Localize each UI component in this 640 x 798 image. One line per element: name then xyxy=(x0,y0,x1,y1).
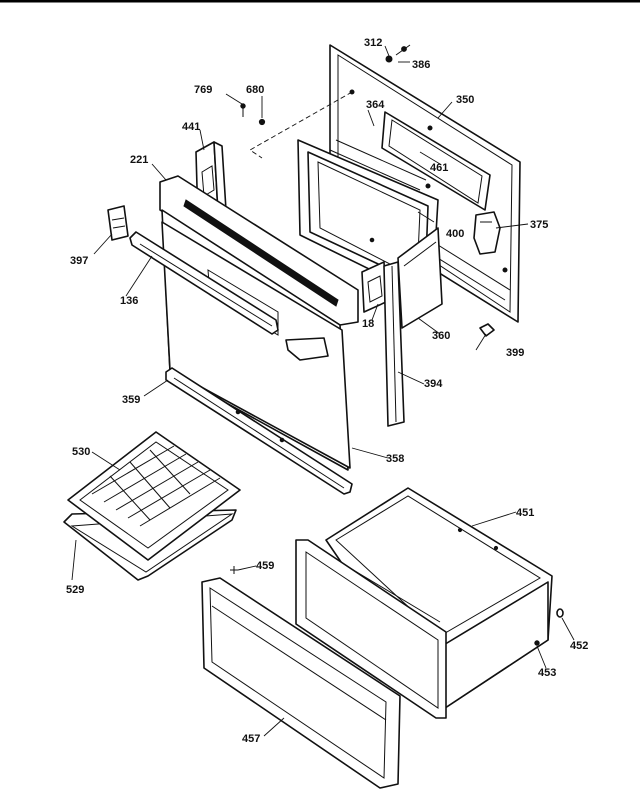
callout-461: 461 xyxy=(430,162,448,174)
handle-bracket xyxy=(107,205,129,241)
callout-312: 312 xyxy=(364,37,382,49)
door-bumper xyxy=(479,323,495,337)
callout-386: 386 xyxy=(412,59,430,71)
callout-359: 359 xyxy=(122,394,140,406)
callout-221: 221 xyxy=(130,154,148,166)
door-liner-strip xyxy=(383,261,405,427)
callout-labels: 312 386 769 680 350 364 441 461 221 400 … xyxy=(66,37,588,745)
callout-457: 457 xyxy=(242,733,260,745)
callout-441: 441 xyxy=(182,121,200,133)
door-bottom-trim xyxy=(165,367,353,495)
callout-399: 399 xyxy=(506,347,524,359)
callout-452: 452 xyxy=(570,640,588,652)
callout-459: 459 xyxy=(256,560,274,572)
callout-350: 350 xyxy=(456,94,474,106)
callout-136: 136 xyxy=(120,295,138,307)
callout-360: 360 xyxy=(432,330,450,342)
callout-394: 394 xyxy=(424,378,443,390)
door-handle xyxy=(129,231,279,335)
callout-680: 680 xyxy=(246,84,264,96)
outer-door-panel xyxy=(329,44,521,323)
callout-453: 453 xyxy=(538,667,556,679)
callout-451: 451 xyxy=(516,507,534,519)
screw xyxy=(240,103,246,117)
nut xyxy=(258,118,266,126)
door-latch xyxy=(473,211,501,255)
callout-529: 529 xyxy=(66,584,84,596)
callout-364: 364 xyxy=(366,99,385,111)
door-insulation xyxy=(397,227,443,329)
drawer-bumper-452 xyxy=(556,608,564,618)
callout-358: 358 xyxy=(386,453,404,465)
callout-397: 397 xyxy=(70,255,88,267)
callout-400: 400 xyxy=(446,228,464,240)
door-screw-312 xyxy=(385,55,393,63)
drawer-screw xyxy=(230,566,238,574)
callout-769: 769 xyxy=(194,84,212,96)
hinge-receiver xyxy=(361,261,387,313)
drawer-glide-453 xyxy=(534,640,540,646)
storage-drawer-box xyxy=(325,487,553,711)
callout-375: 375 xyxy=(530,219,548,231)
door-screw-386 xyxy=(395,44,411,56)
drawer-front-frame xyxy=(295,539,447,719)
drawer-front-panel xyxy=(201,577,401,789)
broiler-pan-grid xyxy=(67,431,241,561)
callout-18: 18 xyxy=(362,318,374,330)
leader-lines xyxy=(71,45,575,737)
callout-530: 530 xyxy=(72,446,90,458)
